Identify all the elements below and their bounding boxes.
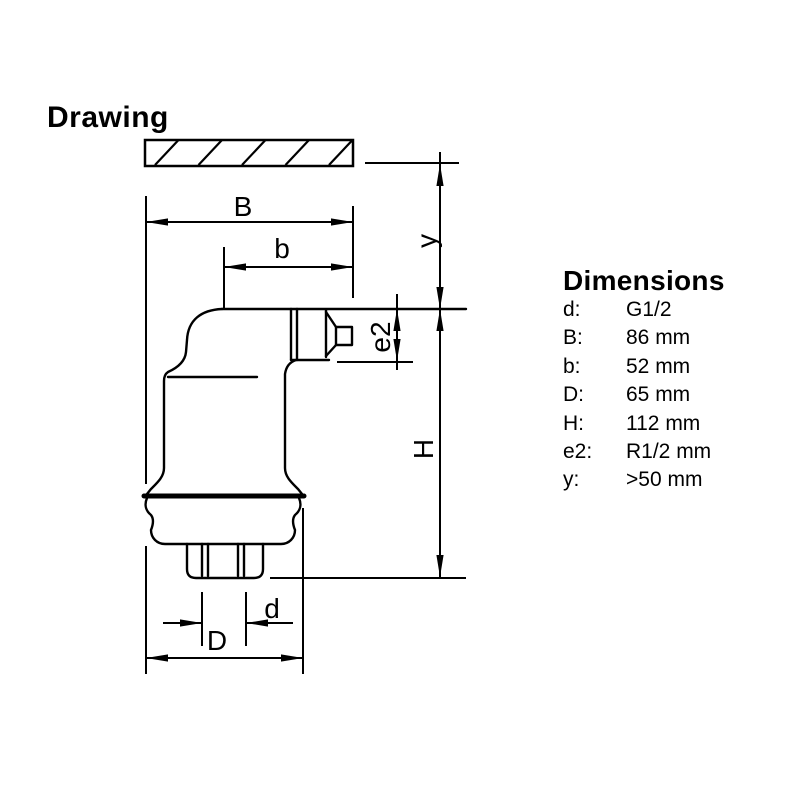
dimension-lines — [145, 152, 466, 674]
dimension-row-value: 86 mm — [626, 326, 691, 350]
dim-label-b: b — [274, 233, 290, 264]
dimensions-panel: Dimensions d: G1/2 B: 86 mm b: 52 mm D: … — [563, 266, 798, 495]
dim-label-H: H — [408, 439, 439, 459]
dimension-row: e2: R1/2 mm — [563, 438, 798, 466]
arrow-B-left — [146, 218, 168, 226]
dimension-row-label: D: — [563, 383, 584, 407]
dimension-B — [145, 196, 354, 484]
valve-outline — [141, 307, 468, 580]
dimension-row-label: H: — [563, 411, 584, 435]
dimension-row-value: R1/2 mm — [626, 440, 712, 464]
dimension-row-label: B: — [563, 326, 583, 350]
arrow-B-right — [331, 218, 353, 226]
dimensions-heading: Dimensions — [563, 265, 725, 296]
dimension-row: D: 65 mm — [563, 381, 798, 409]
outlet-cap-top-slant — [324, 310, 338, 329]
arrow-H-bottom — [436, 555, 444, 577]
dimension-row: y: >50 mm — [563, 466, 798, 494]
dim-label-y: y — [411, 234, 442, 248]
wall-section-outline — [143, 138, 355, 168]
dim-label-d: d — [264, 593, 280, 624]
valve-elbow-left-contour — [145, 307, 224, 496]
thread-stub — [185, 542, 265, 580]
arrow-b-right — [331, 263, 353, 271]
dimension-row: H: 112 mm — [563, 410, 798, 438]
dimension-row-value: 112 mm — [626, 411, 701, 435]
float-chamber-cup — [144, 496, 302, 546]
dimension-D — [145, 508, 304, 674]
wall-section — [143, 138, 355, 168]
arrow-y-bottom — [436, 287, 444, 309]
arrow-d-right — [246, 619, 268, 627]
dim-label-D: D — [207, 625, 227, 656]
arrow-e2-bottom — [393, 339, 401, 361]
wall-hatch-lines — [154, 141, 352, 165]
dimension-arrowheads — [146, 164, 444, 662]
valve-body-right-contour — [283, 358, 304, 496]
dimension-row: d: G1/2 — [563, 296, 798, 324]
dim-label-B: B — [234, 191, 253, 222]
dimension-row-value: >50 mm — [626, 468, 703, 492]
drawing-title: Drawing — [47, 101, 169, 134]
dimension-row-value: 52 mm — [626, 354, 691, 378]
arrow-y-top — [436, 164, 444, 186]
dimension-row-label: b: — [563, 354, 581, 378]
dimension-row-label: d: — [563, 298, 581, 321]
dimension-row-label: e2: — [563, 440, 593, 464]
dimension-row-value: G1/2 — [626, 298, 672, 321]
dimensions-rows: d: G1/2 B: 86 mm b: 52 mm D: 65 mm H: 11… — [563, 296, 798, 495]
dimension-y — [365, 152, 459, 309]
dimension-row-label: y: — [563, 468, 580, 492]
outlet-cap-bottom-slant — [324, 343, 338, 358]
arrow-H-top — [436, 309, 444, 331]
dim-label-e2: e2 — [365, 321, 396, 352]
outlet-nub — [334, 325, 354, 347]
dimension-row: b: 52 mm — [563, 353, 798, 381]
dimension-row-value: 65 mm — [626, 383, 691, 407]
dimension-row: B: 86 mm — [563, 324, 798, 352]
arrow-d-left — [180, 619, 202, 627]
arrow-D-left — [146, 654, 168, 662]
arrow-e2-top — [393, 309, 401, 331]
dimension-labels: B b y e2 H d D — [207, 191, 442, 656]
arrow-D-right — [281, 654, 303, 662]
arrow-b-left — [224, 263, 246, 271]
